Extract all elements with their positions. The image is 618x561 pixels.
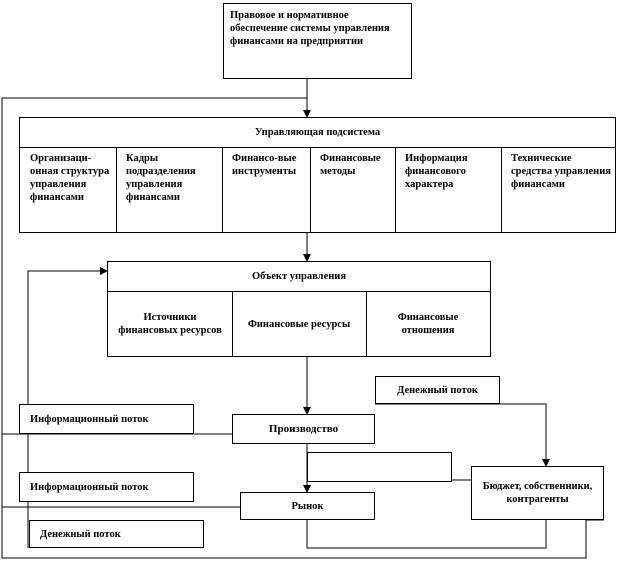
cell-separator: [116, 147, 117, 232]
management-cell-technical: Технические средства управления финансам…: [511, 153, 611, 190]
management-cell-instruments: Финансо-вые инструменты: [232, 153, 297, 177]
managed-object: Объект управления Источники финансовых р…: [107, 261, 491, 357]
cell-separator: [232, 291, 233, 356]
management-cell-information: Информация финансового характера: [405, 153, 468, 190]
object-title: Объект управления: [251, 271, 347, 282]
material-flow-label: [307, 452, 452, 482]
cell-separator: [501, 147, 502, 232]
management-divider: [20, 147, 615, 148]
cell-separator: [222, 147, 223, 232]
legal-support-text: Правовое и нормативное обеспечение систе…: [230, 10, 390, 47]
money-flow-label-bottom: Денежный поток: [29, 520, 204, 548]
production-box: Производство: [232, 414, 375, 444]
object-cell-resources: Финансовые ресурсы: [247, 318, 351, 330]
information-flow-label-1: Информационный поток: [19, 404, 194, 434]
object-cell-relations: Финансовые отношения: [397, 312, 459, 336]
management-title: Управляющая подсистема: [254, 127, 381, 138]
management-cell-org-structure: Организаци-онная структура управления фи…: [30, 153, 110, 203]
object-cell-sources: Источники финансовых ресурсов: [118, 312, 222, 336]
money-flow-label-top: Денежный поток: [375, 376, 500, 404]
object-divider: [108, 291, 490, 292]
management-cell-staff: Кадры подразделения управления финансами: [126, 153, 196, 203]
cell-separator: [395, 147, 396, 232]
management-cell-methods: Финансовые методы: [320, 153, 381, 177]
market-box: Рынок: [240, 492, 375, 520]
budget-box: Бюджет, собственники, контрагенты: [471, 466, 604, 520]
cell-separator: [366, 291, 367, 356]
legal-support-box: Правовое и нормативное обеспечение систе…: [223, 3, 412, 79]
management-subsystem: Управляющая подсистема Организаци-онная …: [19, 117, 616, 233]
cell-separator: [310, 147, 311, 232]
information-flow-label-2: Информационный поток: [19, 472, 194, 502]
